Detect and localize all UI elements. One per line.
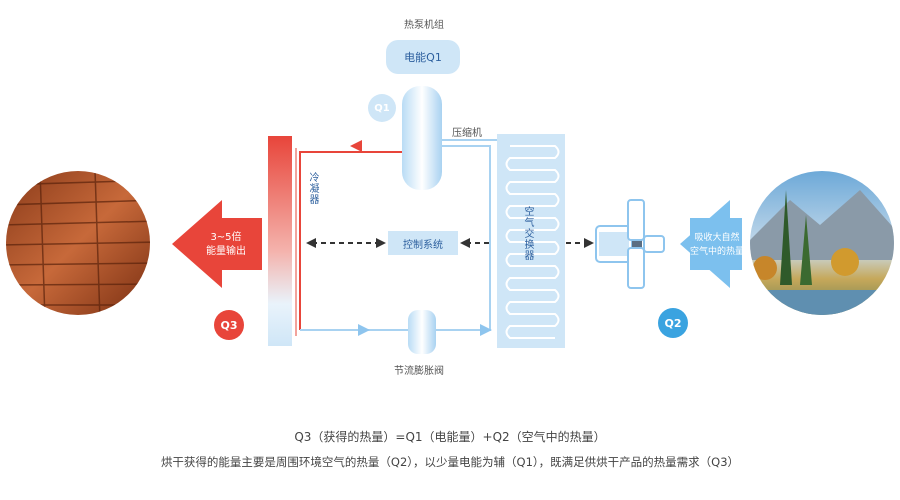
condenser-block: [268, 136, 292, 346]
control-system-box: 控制系统: [388, 231, 458, 255]
fan-blades: [627, 199, 665, 289]
dash-arrowhead-left-2: [460, 238, 470, 248]
dash-arrowhead-left: [306, 238, 316, 248]
output-arrow-line2: 能量输出: [206, 246, 246, 257]
heat-output-arrow: [172, 200, 262, 288]
input-arrow-line1: 吸收大自然: [694, 233, 740, 243]
q3-badge: Q3: [214, 310, 244, 340]
flow-arrow-cool: [358, 324, 370, 336]
flow-arrow-hot: [350, 140, 362, 152]
explanation-line: 烘干获得的能量主要是周围环境空气的热量（Q2），以少量电能为辅（Q1），既满足供…: [160, 455, 740, 469]
control-system-label: 控制系统: [403, 239, 443, 251]
nature-landscape-image: [750, 171, 894, 315]
input-arrow-line2: 空气中的热量: [689, 247, 744, 257]
formula-line: Q3（获得的热量）=Q1（电能量）+Q2（空气中的热量）: [294, 430, 606, 444]
output-arrow-line1: 3~5倍: [210, 232, 242, 243]
q2-badge: Q2: [658, 308, 688, 338]
compressor-cylinder: [402, 86, 442, 190]
q1-badge: Q1: [368, 94, 396, 122]
air-heat-input-arrow: [680, 200, 742, 288]
refrigerant-piping: [295, 139, 500, 336]
wood-stack-image: [6, 171, 150, 315]
air-heat-exchanger: [497, 134, 565, 348]
output-arrow-text: 3~5倍 能量输出: [196, 231, 256, 259]
fan-motor: [595, 225, 642, 263]
input-arrow-text: 吸收大自然 空气中的热量: [686, 231, 748, 259]
condenser-label: 冷凝器: [307, 172, 318, 205]
heat-pump-unit-label: 热泵机组: [404, 20, 444, 31]
dash-arrowhead-right-2: [584, 238, 594, 248]
dash-arrowhead-right: [376, 238, 386, 248]
flow-arrow-cool-2: [480, 324, 492, 336]
electric-energy-box: 电能Q1: [386, 40, 460, 74]
throttle-valve-label: 节流膨胀阀: [394, 366, 444, 377]
compressor-label: 压缩机: [452, 128, 482, 139]
air-exchanger-label: 空气交换器: [522, 206, 533, 261]
throttle-valve-cylinder: [408, 310, 436, 354]
electric-energy-label: 电能Q1: [404, 51, 442, 64]
